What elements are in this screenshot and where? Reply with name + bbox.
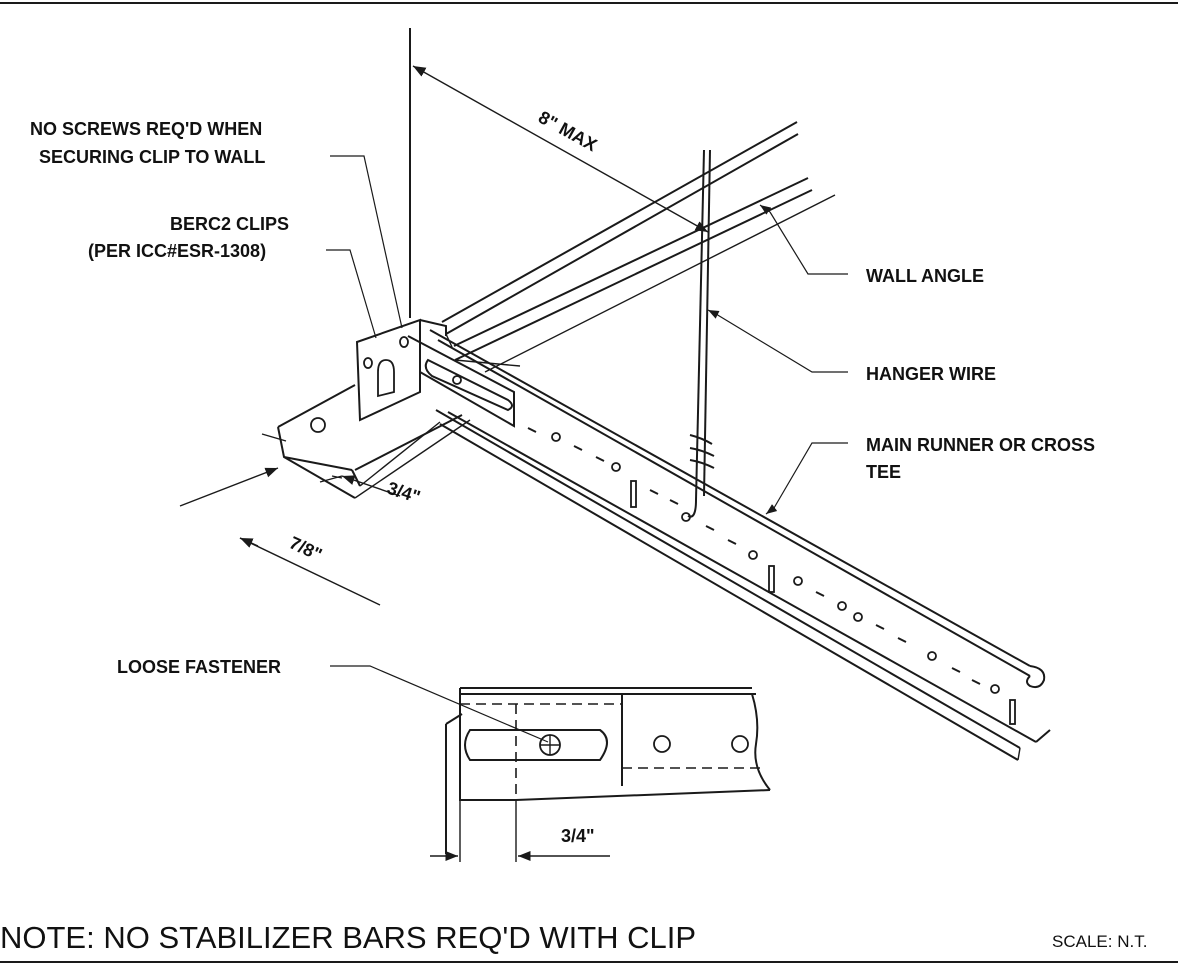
dim-clip-offset: 3/4" xyxy=(385,478,423,507)
dim-flange-width: 7/8" xyxy=(286,532,325,564)
wall-angle-rail xyxy=(441,121,836,373)
hanger-wire xyxy=(687,149,715,518)
label-main-runner-line2: TEE xyxy=(866,462,901,482)
label-berc2-line2: (PER ICC#ESR-1308) xyxy=(88,241,266,261)
berc2-clip xyxy=(310,318,515,433)
label-no-screws-line1: NO SCREWS REQ'D WHEN xyxy=(30,119,262,139)
label-berc2-line1: BERC2 CLIPS xyxy=(170,214,289,234)
detail-view xyxy=(445,687,771,854)
dim-8in-max: 8" MAX xyxy=(535,107,600,155)
dimension-7-8 xyxy=(239,475,381,606)
dimension-3-4 xyxy=(179,433,401,507)
label-hanger-wire: HANGER WIRE xyxy=(866,364,996,384)
label-main-runner-line1: MAIN RUNNER OR CROSS xyxy=(866,435,1095,455)
main-runner xyxy=(277,329,1051,761)
label-loose-fastener: LOOSE FASTENER xyxy=(117,657,281,677)
footer-scale: SCALE: N.T. xyxy=(1052,932,1147,951)
dim-detail-offset: 3/4" xyxy=(561,826,595,846)
label-wall-angle: WALL ANGLE xyxy=(866,266,984,286)
runner-slots xyxy=(527,427,1016,725)
dimension-detail-3-4 xyxy=(430,800,610,862)
footer-note: NOTE: NO STABILIZER BARS REQ'D WITH CLIP xyxy=(0,920,696,955)
label-no-screws-line2: SECURING CLIP TO WALL xyxy=(39,147,265,167)
dimension-8in xyxy=(412,65,709,233)
leader-lines xyxy=(326,155,848,743)
